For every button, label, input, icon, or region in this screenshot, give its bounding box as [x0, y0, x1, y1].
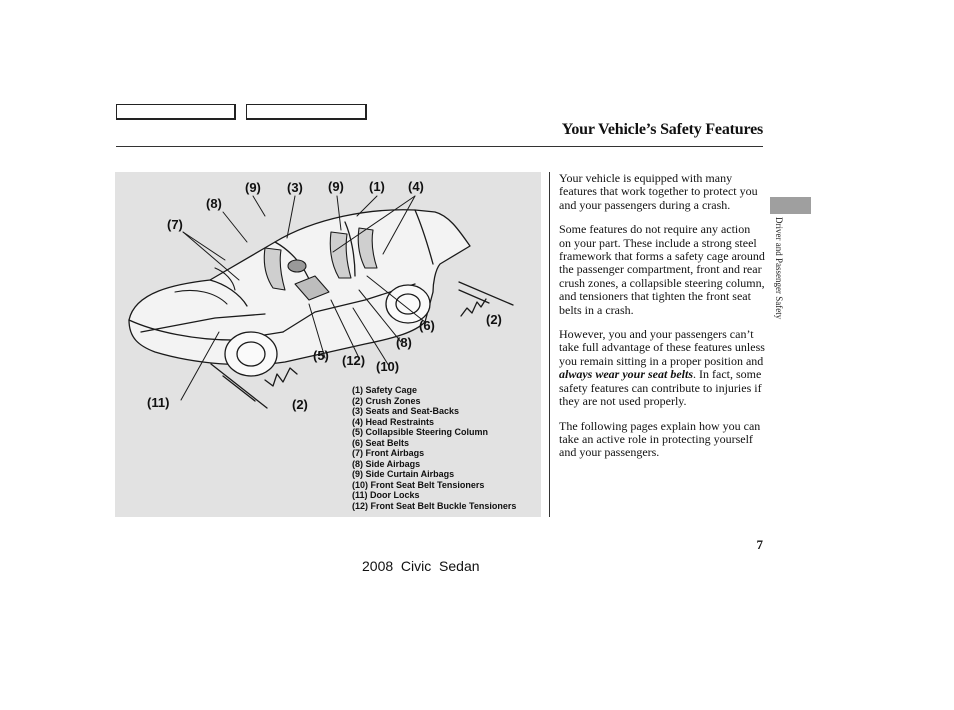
- callout-2-front: (2): [292, 397, 308, 412]
- section-tab[interactable]: [770, 197, 811, 214]
- paragraph-following-pages: The following pages explain how you can …: [559, 418, 761, 460]
- paragraph-seat-belts-start: However, you and your passengers can’t t…: [559, 327, 765, 368]
- legend-item: (8) Side Airbags: [352, 458, 421, 469]
- callout-6: (6): [419, 318, 435, 333]
- page-number: 7: [756, 537, 764, 552]
- legend-item: (2) Crush Zones: [352, 395, 421, 406]
- callout-10: (10): [376, 359, 400, 374]
- callout-2-rear: (2): [486, 312, 502, 327]
- callout-leaders: [180, 195, 426, 401]
- nav-tab-2[interactable]: [246, 104, 367, 120]
- footer-model: 2008 Civic Sedan: [362, 558, 480, 574]
- body-text: Your vehicle is equipped with many featu…: [559, 171, 765, 471]
- legend-item: (11) Door Locks: [352, 490, 420, 500]
- car-cutaway-illustration: [128, 195, 514, 409]
- legend-item: (1) Safety Cage: [352, 385, 418, 395]
- callout-11: (11): [147, 395, 170, 410]
- wheels: [224, 284, 431, 377]
- legend-item: (4) Head Restraints: [352, 416, 435, 427]
- callout-1: (1): [369, 179, 385, 194]
- emphasis-always-wear-seat-belts: always wear your seat belts: [559, 367, 693, 382]
- legend-item: (6) Seat Belts: [352, 437, 410, 448]
- legend-item: (9) Side Curtain Airbags: [352, 469, 455, 479]
- callout-8-bottom: (8): [396, 335, 412, 350]
- callout-9-right: (9): [328, 179, 344, 194]
- callout-4: (4): [408, 179, 424, 194]
- callout-9-left: (9): [245, 180, 261, 195]
- paragraph-intro: Your vehicle is equipped with many featu…: [559, 171, 758, 212]
- paragraph-seat-belts-end: . In fact, some safety features can cont…: [559, 367, 762, 409]
- paragraph-seat-belts: However, you and your passengers can’t t…: [559, 327, 765, 409]
- paragraph-passive-features: Some features do not require any action …: [559, 222, 765, 317]
- nav-tab-1[interactable]: [116, 104, 236, 120]
- seats-interior: [174, 227, 378, 305]
- legend-item: (3) Seats and Seat-Backs: [352, 406, 460, 416]
- legend-item: (10) Front Seat Belt Tensioners: [352, 479, 485, 490]
- safety-features-figure: (9) (3) (9) (1) (4) (8) (7) (2) (6) (8) …: [115, 172, 541, 517]
- column-divider: [549, 172, 550, 517]
- figure-legend: (1) Safety Cage (2) Crush Zones (3) Seat…: [352, 385, 516, 511]
- section-tab-label: Driver and Passenger Safety: [774, 217, 784, 320]
- callout-7: (7): [167, 217, 183, 232]
- legend-item: (12) Front Seat Belt Buckle Tensioners: [352, 500, 517, 511]
- callout-5: (5): [313, 348, 329, 363]
- callout-3: (3): [287, 180, 303, 195]
- callout-8-top: (8): [206, 196, 222, 211]
- page-title: Your Vehicle’s Safety Features: [561, 121, 763, 138]
- legend-item: (5) Collapsible Steering Column: [352, 427, 489, 437]
- callout-12: (12): [342, 353, 366, 368]
- crush-zone-marks: [210, 281, 514, 409]
- legend-item: (7) Front Airbags: [352, 448, 425, 458]
- header-divider: [116, 146, 763, 147]
